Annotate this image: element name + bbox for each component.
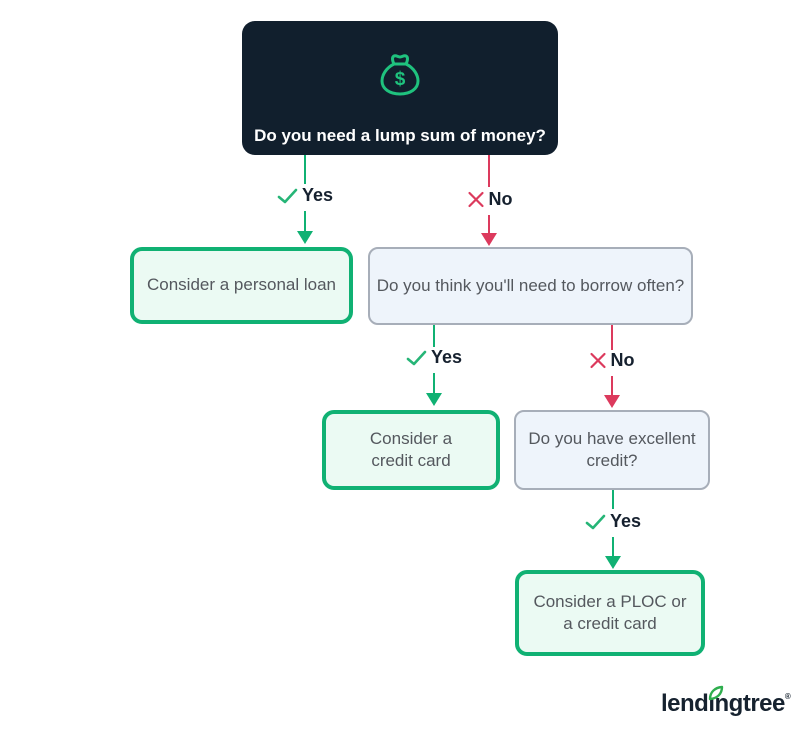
leaf-icon (707, 683, 724, 707)
check-icon (585, 514, 606, 529)
edge-label-text: Yes (430, 347, 463, 367)
svg-text:$: $ (395, 69, 406, 90)
edge-label-yes: Yes (406, 347, 462, 368)
edge-label-text: No (610, 350, 635, 370)
arrow-down-icon (297, 231, 313, 244)
edge-label-no: No (468, 189, 513, 210)
edge-line (488, 215, 490, 234)
edge-line (304, 211, 306, 232)
root-question-card: $ Do you need a lump sum of money? (242, 21, 558, 155)
arrow-down-icon (605, 556, 621, 569)
root-question-text: Do you need a lump sum of money? (254, 125, 546, 145)
edge-line (433, 373, 435, 394)
result-text: Consider a personal loan (146, 275, 336, 295)
check-icon (277, 188, 298, 203)
result-ploc-or-credit-card: Consider a PLOC or a credit card (515, 570, 705, 656)
edge-line (612, 537, 614, 557)
question-borrow-often: Do you think you'll need to borrow often… (368, 247, 693, 325)
check-icon (406, 350, 427, 365)
arrow-down-icon (481, 233, 497, 246)
edge-line (304, 155, 306, 184)
logo-wordmark: lendingtree® (661, 685, 791, 716)
question-text: Do you have excellent credit? (528, 428, 696, 470)
result-text: Consider a PLOC or a credit card (533, 591, 687, 633)
money-bag-icon: $ (376, 29, 424, 106)
edge-label-text: No (488, 189, 513, 209)
edge-line (488, 155, 490, 187)
registered-mark: ® (784, 692, 791, 701)
x-icon (590, 352, 606, 369)
result-personal-loan: Consider a personal loan (130, 247, 353, 324)
edge-line (612, 490, 614, 509)
question-text: Do you think you'll need to borrow often… (376, 275, 685, 295)
x-icon (468, 191, 484, 208)
edge-label-text: Yes (301, 185, 334, 205)
result-credit-card: Consider a credit card (322, 410, 500, 490)
edge-line (611, 376, 613, 396)
arrow-down-icon (604, 395, 620, 408)
result-text: Consider a credit card (369, 428, 453, 470)
arrow-down-icon (426, 393, 442, 406)
question-excellent-credit: Do you have excellent credit? (514, 410, 710, 490)
edge-line (433, 325, 435, 347)
edge-line (611, 325, 613, 350)
edge-label-no: No (590, 350, 635, 371)
edge-label-yes: Yes (277, 185, 333, 206)
edge-label-yes: Yes (585, 511, 641, 532)
edge-label-text: Yes (609, 511, 642, 531)
lendingtree-logo: lendingtree® (661, 685, 791, 722)
